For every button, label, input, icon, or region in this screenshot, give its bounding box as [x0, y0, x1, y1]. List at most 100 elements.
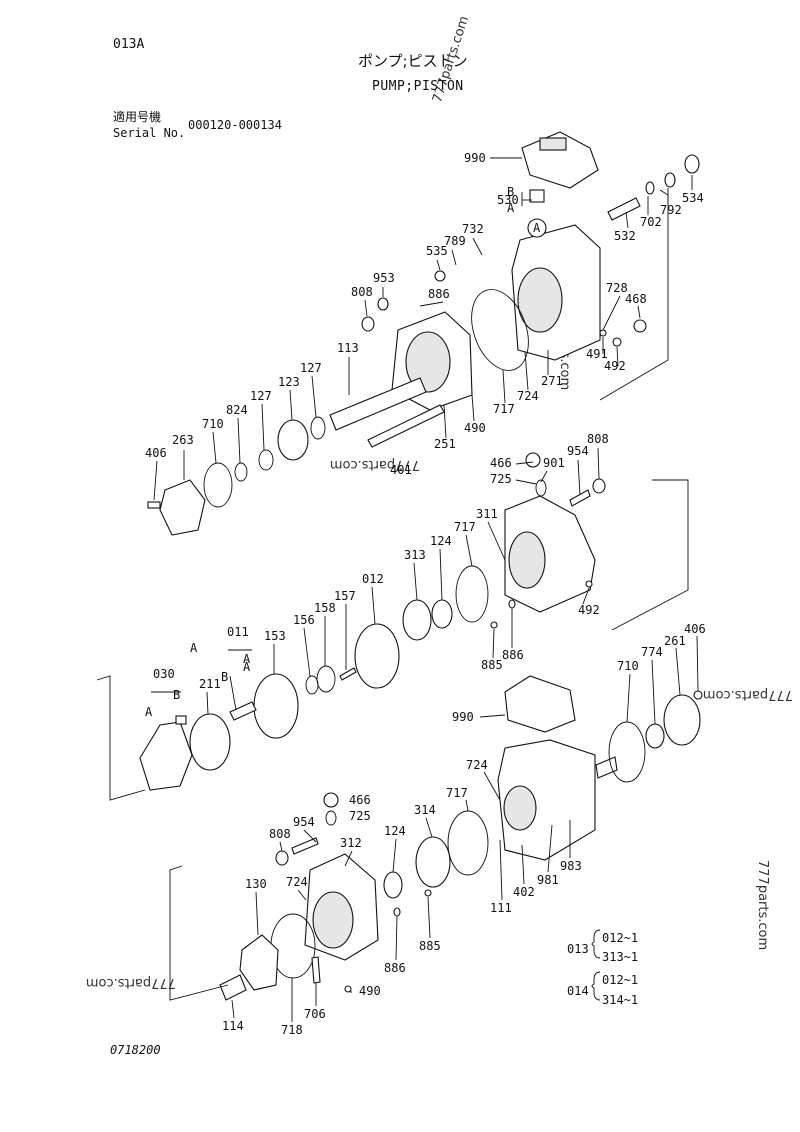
callout: 158	[314, 601, 336, 615]
callout: 724	[286, 875, 308, 889]
callout: 824	[226, 403, 248, 417]
callout: A	[145, 705, 153, 719]
callout: 728	[606, 281, 628, 295]
callout: 792	[660, 203, 682, 217]
callout: 808	[269, 827, 291, 841]
callout: 901	[543, 456, 565, 470]
callout: 111	[490, 901, 512, 915]
page-code: 013A	[113, 37, 145, 52]
callout: 717	[454, 520, 476, 534]
callout: 263	[172, 433, 194, 447]
callout: 261	[664, 634, 686, 648]
legend-item: 314~1	[602, 993, 639, 1007]
callout: 532	[614, 229, 636, 243]
callout: 466	[490, 456, 512, 470]
serial-label-english: Serial No.	[113, 126, 186, 140]
callout: 406	[145, 446, 167, 460]
callout: 717	[446, 786, 468, 800]
callout: 123	[278, 375, 300, 389]
callout: A	[243, 652, 251, 666]
legend-code: 013	[567, 942, 589, 956]
callout: 124	[430, 534, 452, 548]
callout: 710	[617, 659, 639, 673]
callout: 725	[490, 472, 512, 486]
callout: A	[243, 660, 251, 674]
part-number-labels: 990 530 B A 534 792 702 532 732 789 535 …	[145, 151, 706, 1037]
callout: 983	[560, 859, 582, 873]
callout: 717	[493, 402, 515, 416]
callout: 314	[414, 803, 436, 817]
callout: 030	[153, 667, 175, 681]
legend-code: 014	[567, 984, 589, 998]
callout: 724	[466, 758, 488, 772]
title-english: PUMP;PISTON	[372, 79, 464, 94]
callout: 124	[384, 824, 406, 838]
callout: 127	[250, 389, 272, 403]
leader-lines	[153, 157, 699, 1022]
callout: 706	[304, 1007, 326, 1021]
part-shapes	[96, 131, 703, 1001]
callout: 808	[351, 285, 373, 299]
callout: 530	[497, 193, 519, 207]
callout: 127	[300, 361, 322, 375]
callout: 789	[444, 234, 466, 248]
callout: 011	[227, 625, 249, 639]
callout: 114	[222, 1019, 244, 1033]
legend-item: 012~1	[602, 973, 639, 987]
callout: 990	[452, 710, 474, 724]
callout: 490	[359, 984, 381, 998]
callout: 886	[502, 648, 524, 662]
callout: 251	[434, 437, 456, 451]
callout: 012	[362, 572, 384, 586]
callout: 153	[264, 629, 286, 643]
callout: 401	[390, 463, 412, 477]
callout: 724	[517, 389, 539, 403]
callout: 157	[334, 589, 356, 603]
callout: 885	[419, 939, 441, 953]
callout: 990	[464, 151, 486, 165]
callout: 718	[281, 1023, 303, 1037]
callout: 271	[541, 374, 563, 388]
callout: 113	[337, 341, 359, 355]
legend-item: 012~1	[602, 931, 639, 945]
serial-label-japanese: 適用号機	[113, 110, 162, 124]
callout: 312	[340, 836, 362, 850]
title-japanese: ポンプ;ピストン	[358, 52, 468, 70]
callout: 492	[578, 603, 600, 617]
callout: 156	[293, 613, 315, 627]
callout: B	[173, 688, 180, 702]
callout: 954	[293, 815, 315, 829]
callout: 534	[682, 191, 704, 205]
callout: 406	[684, 622, 706, 636]
drawing-number: 0718200	[110, 1043, 161, 1057]
callout: 702	[640, 215, 662, 229]
callout: 466	[349, 793, 371, 807]
callout: 725	[349, 809, 371, 823]
callout: A	[533, 221, 541, 235]
callout: A	[190, 641, 198, 655]
callout: 732	[462, 222, 484, 236]
callout: 468	[625, 292, 647, 306]
legend-item: 313~1	[602, 950, 639, 964]
callout: B	[507, 185, 514, 199]
callout: 710	[202, 417, 224, 431]
callout: 886	[384, 961, 406, 975]
callout: 490	[464, 421, 486, 435]
callout: 954	[567, 444, 589, 458]
callout: 402	[513, 885, 535, 899]
callout: 535	[426, 244, 448, 258]
callout: 491	[586, 347, 608, 361]
callout: 886	[428, 287, 450, 301]
callout: 953	[373, 271, 395, 285]
callout: 492	[604, 359, 626, 373]
callout: 808	[587, 432, 609, 446]
callout: A	[507, 201, 515, 215]
callout: 774	[641, 645, 663, 659]
callout: 311	[476, 507, 498, 521]
callout: 130	[245, 877, 267, 891]
serial-range: 000120-000134	[188, 118, 282, 132]
callout: 211	[199, 677, 221, 691]
callout: 313	[404, 548, 426, 562]
callout: 981	[537, 873, 559, 887]
